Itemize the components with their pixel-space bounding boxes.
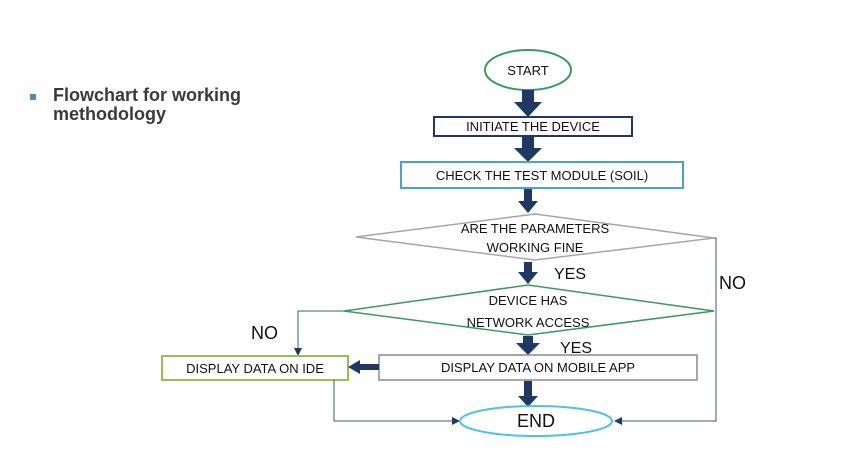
check-label: CHECK THE TEST MODULE (SOIL) <box>436 168 648 183</box>
decision2-label-line2: NETWORK ACCESS <box>467 315 590 330</box>
check-box <box>400 161 684 189</box>
bullet-text-line1: Flowchart for working <box>53 85 242 105</box>
decision2-label-line1: DEVICE HAS <box>489 293 568 308</box>
no1-arrowhead <box>614 417 622 425</box>
ide-to-end-arrowhead <box>452 417 460 425</box>
decision2-diamond <box>343 284 715 336</box>
arrow-app-to-ide <box>348 360 379 374</box>
yes2-label: YES <box>560 340 592 357</box>
bullet-text: Flowchart for working methodology <box>53 86 241 124</box>
initiate-label: INITIATE THE DEVICE <box>466 119 600 134</box>
arrow-initiate-to-check <box>514 137 542 162</box>
start-label: START <box>507 63 548 78</box>
arrow-start-to-initiate <box>514 90 542 117</box>
decision1-label-line1: ARE THE PARAMETERS <box>461 221 610 236</box>
end-label: END <box>517 411 555 431</box>
no2-connector <box>297 310 344 352</box>
bullet-marker <box>30 94 36 100</box>
arrow-check-to-decision1 <box>518 189 538 213</box>
arrow-decision2-yes <box>516 336 540 355</box>
bullet-text-line2: methodology <box>53 104 166 124</box>
arrow-decision1-yes <box>518 262 538 284</box>
ide-to-end-connector <box>333 380 456 422</box>
arrow-app-to-end <box>518 381 538 407</box>
decision1-label-line2: WORKING FINE <box>487 240 584 255</box>
display-ide-label: DISPLAY DATA ON IDE <box>186 361 324 376</box>
no2-label: NO <box>251 323 278 343</box>
no2-arrowhead <box>294 348 302 356</box>
no1-connector <box>616 237 717 422</box>
display-app-label: DISPLAY DATA ON MOBILE APP <box>441 360 635 375</box>
end-node <box>459 405 613 437</box>
display-app-box <box>378 354 698 381</box>
bullet-block: Flowchart for working methodology <box>30 86 290 124</box>
no1-label: NO <box>719 273 746 293</box>
display-ide-box <box>161 355 349 381</box>
yes1-label: YES <box>554 266 586 283</box>
initiate-box <box>433 116 633 137</box>
